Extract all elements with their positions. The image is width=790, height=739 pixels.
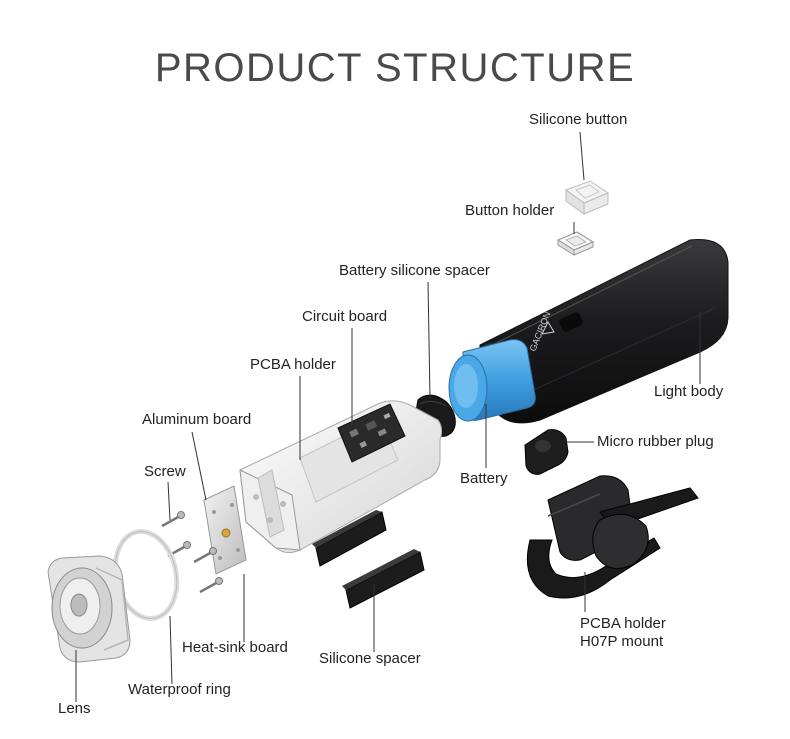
label-mount-line2: H07P mount xyxy=(580,633,664,650)
label-micro-rubber-plug: Micro rubber plug xyxy=(597,433,714,450)
label-aluminum-board: Aluminum board xyxy=(142,411,252,428)
label-screw: Screw xyxy=(144,463,186,480)
button-holder-part xyxy=(556,231,595,256)
aluminum-board-part xyxy=(203,485,247,575)
label-light-body: Light body xyxy=(654,383,724,400)
label-pcba-holder: PCBA holder xyxy=(250,356,336,373)
label-lens: Lens xyxy=(58,700,91,717)
label-button-holder: Button holder xyxy=(465,202,555,219)
battery-part xyxy=(448,339,536,422)
mount-part xyxy=(526,475,699,599)
silicone-button-part xyxy=(564,180,610,215)
pcba-holder-part xyxy=(239,400,443,554)
leader-lines xyxy=(75,131,701,702)
label-battery-silicone-spacer: Battery silicone spacer xyxy=(339,262,490,279)
micro-rubber-plug-part xyxy=(524,429,569,475)
label-waterproof-ring: Waterproof ring xyxy=(128,681,231,698)
label-heat-sink-board: Heat-sink board xyxy=(182,639,288,656)
silicone-spacers-part xyxy=(312,510,425,609)
label-silicone-spacer: Silicone spacer xyxy=(319,650,421,667)
label-silicone-button: Silicone button xyxy=(529,111,628,128)
circuit-board-part xyxy=(337,403,406,463)
label-battery: Battery xyxy=(460,470,508,487)
page-title: PRODUCT STRUCTURE xyxy=(154,46,636,90)
lens-part xyxy=(47,555,131,663)
label-mount-line1: PCBA holder xyxy=(580,615,666,632)
label-circuit-board: Circuit board xyxy=(302,308,388,325)
